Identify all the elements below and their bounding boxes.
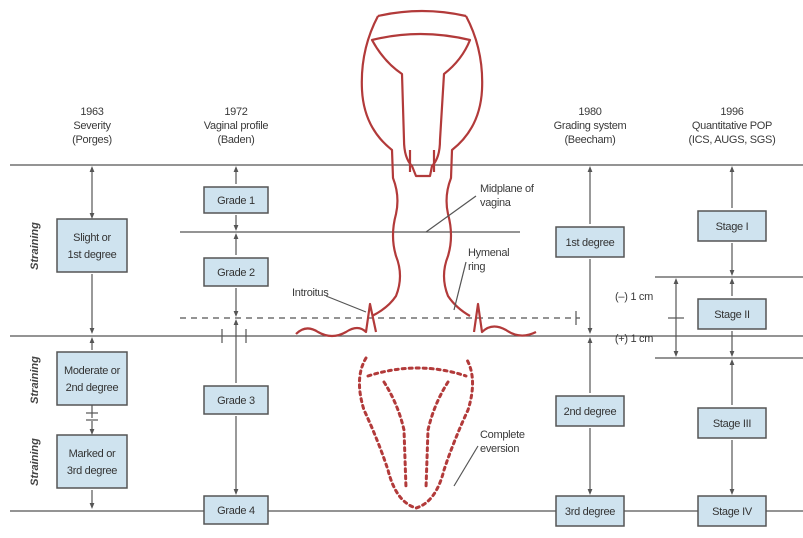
- header-year: 1996: [720, 106, 743, 118]
- porges-marked-box: Marked or 3rd degree: [57, 435, 127, 488]
- header-name: Severity: [73, 120, 111, 132]
- minus-1cm-label: (–) 1 cm: [615, 291, 653, 303]
- box-label: Stage II: [714, 309, 750, 321]
- uterus-vagina-outline: [296, 11, 536, 336]
- eversion-label-line2: eversion: [480, 443, 519, 455]
- header-porges: 1963 Severity (Porges): [72, 106, 112, 146]
- introitus-label: Introitus: [292, 287, 329, 299]
- box-line-2: 3rd degree: [67, 465, 117, 477]
- baden-grade3-box: Grade 3: [204, 386, 268, 414]
- baden-grade4-box: Grade 4: [204, 496, 268, 524]
- box-label: 1st degree: [566, 237, 615, 249]
- straining-label-lower: Straining: [29, 438, 41, 486]
- header-baden: 1972 Vaginal profile (Baden): [204, 106, 269, 146]
- header-name: Grading system: [554, 120, 627, 132]
- header-year: 1963: [80, 106, 103, 118]
- midplane-label-line2: vagina: [480, 197, 512, 209]
- hymenal-label-line1: Hymenal: [468, 247, 509, 259]
- introitus-leader: [326, 296, 366, 312]
- hymenal-leader: [454, 262, 466, 310]
- popq-stage3-box: Stage III: [698, 408, 766, 438]
- baden-grade2-box: Grade 2: [204, 258, 268, 286]
- eversion-label-line1: Complete: [480, 429, 525, 441]
- straining-label-upper: Straining: [29, 222, 41, 270]
- box-label: Stage III: [713, 418, 752, 430]
- plus-1cm-label: (+) 1 cm: [615, 333, 653, 345]
- header-sub: (ICS, AUGS, SGS): [689, 134, 776, 146]
- beecham-1st-degree-box: 1st degree: [556, 227, 624, 257]
- box-label: Grade 3: [217, 395, 255, 407]
- box-line-1: Moderate or: [64, 365, 121, 377]
- midplane-label-line1: Midplane of: [480, 183, 535, 195]
- header-name: Quantitative POP: [692, 120, 772, 132]
- header-sub: (Baden): [217, 134, 254, 146]
- header-beecham: 1980 Grading system (Beecham): [554, 106, 627, 146]
- porges-moderate-box: Moderate or 2nd degree: [57, 352, 127, 405]
- porges-slight-box: Slight or 1st degree: [57, 219, 127, 272]
- popq-stage4-box: Stage IV: [698, 496, 766, 526]
- box-label: 2nd degree: [564, 406, 617, 418]
- popq-stage1-box: Stage I: [698, 211, 766, 241]
- box-label: Grade 2: [217, 267, 255, 279]
- box-label: 3rd degree: [565, 506, 615, 518]
- header-year: 1980: [578, 106, 601, 118]
- box-label: Grade 1: [217, 195, 255, 207]
- box-label: Grade 4: [217, 505, 255, 517]
- box-line-1: Slight or: [73, 232, 111, 244]
- header-year: 1972: [224, 106, 247, 118]
- hymenal-label-line2: ring: [468, 261, 485, 273]
- eversion-leader: [454, 446, 478, 486]
- popq-stage2-box: Stage II: [698, 299, 766, 329]
- straining-label-middle: Straining: [29, 356, 41, 404]
- everted-uterus-dotted-outline: [359, 358, 472, 508]
- baden-grade1-box: Grade 1: [204, 187, 268, 213]
- box-line-2: 1st degree: [68, 249, 117, 261]
- header-name: Vaginal profile: [204, 120, 269, 132]
- header-sub: (Porges): [72, 134, 112, 146]
- beecham-3rd-degree-box: 3rd degree: [556, 496, 624, 526]
- box-label: Stage I: [716, 221, 749, 233]
- header-popq: 1996 Quantitative POP (ICS, AUGS, SGS): [689, 106, 776, 146]
- box-line-2: 2nd degree: [66, 382, 119, 394]
- header-sub: (Beecham): [564, 134, 615, 146]
- box-line-1: Marked or: [69, 448, 116, 460]
- box-label: Stage IV: [712, 506, 753, 518]
- beecham-2nd-degree-box: 2nd degree: [556, 396, 624, 426]
